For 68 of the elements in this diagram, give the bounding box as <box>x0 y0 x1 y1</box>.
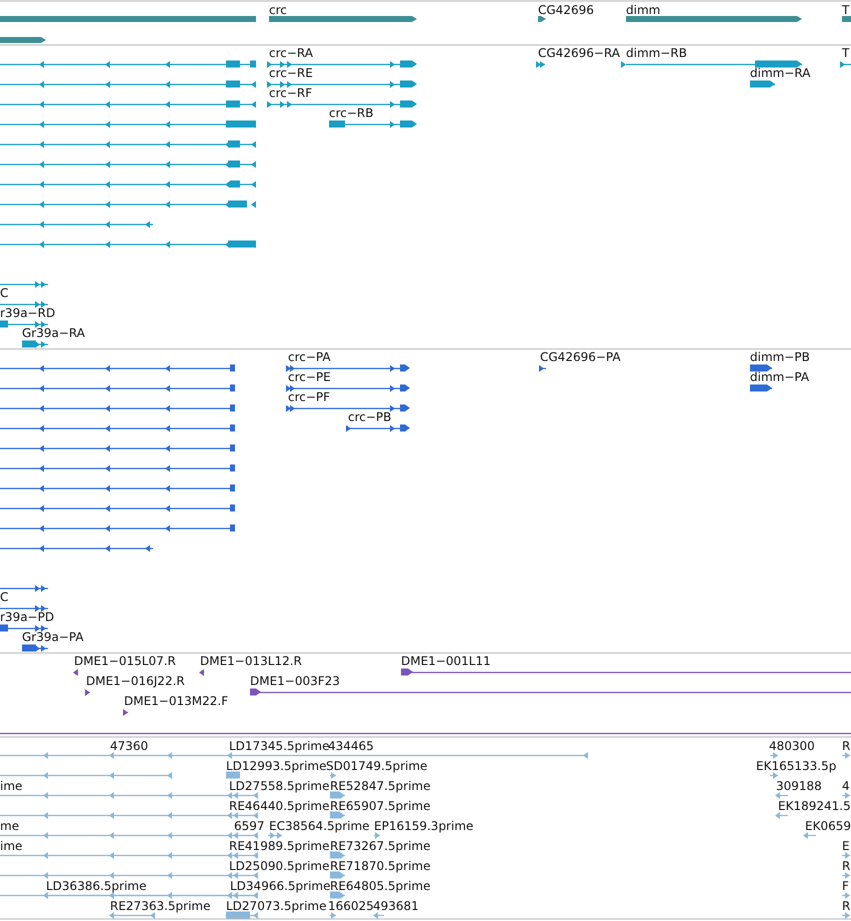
feature-label: Gr39a−PA <box>22 630 84 644</box>
feature-label: me <box>0 819 20 833</box>
feature-label: E <box>842 839 850 853</box>
feature-label: ime <box>0 779 22 793</box>
feature-label: C <box>0 590 8 604</box>
feature-label: RE64805.5prime <box>330 879 430 893</box>
feature-label: LD27558.5prime <box>229 779 330 793</box>
feature-label: crc−PF <box>288 390 330 404</box>
feature-label: F <box>842 879 849 893</box>
feature-label: DME1−001L11 <box>401 654 491 668</box>
feature-label: dimm−PB <box>750 350 810 364</box>
feature-label: 47360 <box>110 739 148 753</box>
feature-label: dimm−RB <box>626 46 687 60</box>
feature-label: 4 <box>842 779 850 793</box>
feature-label: dimm−PA <box>750 370 810 384</box>
feature-label: T <box>842 3 850 17</box>
feature-label: LD36386.5prime <box>46 879 147 893</box>
feature-label: ime <box>0 839 22 853</box>
feature-label: LD12993.5prime <box>226 759 327 773</box>
feature-label: r39a−RD <box>0 306 56 320</box>
feature-label: LD27073.5prime <box>226 899 327 913</box>
feature-label: EK165133.5p <box>756 759 836 773</box>
feature-label: CG42696−PA <box>540 350 621 364</box>
feature-label: LD34966.5prime <box>230 879 331 893</box>
feature-label: dimm−RA <box>750 66 810 80</box>
feature-label: EK189241.5 <box>778 799 851 813</box>
feature-label: crc−PE <box>288 370 331 384</box>
feature-label: crc−RB <box>329 106 374 120</box>
feature-label: Gr39a−RA <box>22 326 85 340</box>
feature-label: C <box>0 286 8 300</box>
feature-label: DME1−013M22.F <box>124 694 228 708</box>
feature-label: R <box>842 859 850 873</box>
feature-label: DME1−015L07.R <box>74 654 176 668</box>
feature-label: crc−RA <box>269 46 313 60</box>
feature-label: T <box>842 46 850 60</box>
feature-label: RE73267.5prime <box>330 839 430 853</box>
feature-label: 6597 <box>234 819 265 833</box>
feature-label: 309188 <box>776 779 822 793</box>
feature-label: EP16159.3prime <box>374 819 474 833</box>
feature-label: crc <box>269 3 287 17</box>
feature-label: DME1−016J22.R <box>86 674 185 688</box>
feature-label: crc−RE <box>269 66 313 80</box>
feature-label: RE65907.5prime <box>330 799 430 813</box>
feature-label: EC38564.5prime <box>269 819 370 833</box>
feature-label: dimm <box>626 3 660 17</box>
feature-label: RE71870.5prime <box>330 859 430 873</box>
feature-label: 480300 <box>769 739 815 753</box>
feature-label: r39a−PD <box>0 610 54 624</box>
feature-label: LD25090.5prime <box>229 859 330 873</box>
feature-label: 166025 <box>328 899 374 913</box>
feature-label: RE41989.5prime <box>229 839 330 853</box>
feature-label: DME1−003F23 <box>250 674 340 688</box>
feature-label: CG42696 <box>538 3 594 17</box>
feature-label: crc−PA <box>288 350 331 364</box>
feature-label: EK0659 <box>805 819 851 833</box>
feature-label: R <box>842 899 850 913</box>
feature-label: R <box>842 739 850 753</box>
feature-label: 493681 <box>373 899 419 913</box>
feature-label: crc−RF <box>269 86 312 100</box>
feature-label: DME1−013L12.R <box>200 654 302 668</box>
feature-label: RE27363.5prime <box>110 899 210 913</box>
feature-label: RE46440.5prime <box>229 799 330 813</box>
feature-label: CG42696−RA <box>538 46 620 60</box>
feature-label: RE52847.5prime <box>330 779 430 793</box>
feature-label: SD01749.5prime <box>326 759 428 773</box>
feature-label: crc−PB <box>348 410 392 424</box>
feature-label: 434465 <box>328 739 374 753</box>
feature-label: LD17345.5prime <box>229 739 330 753</box>
